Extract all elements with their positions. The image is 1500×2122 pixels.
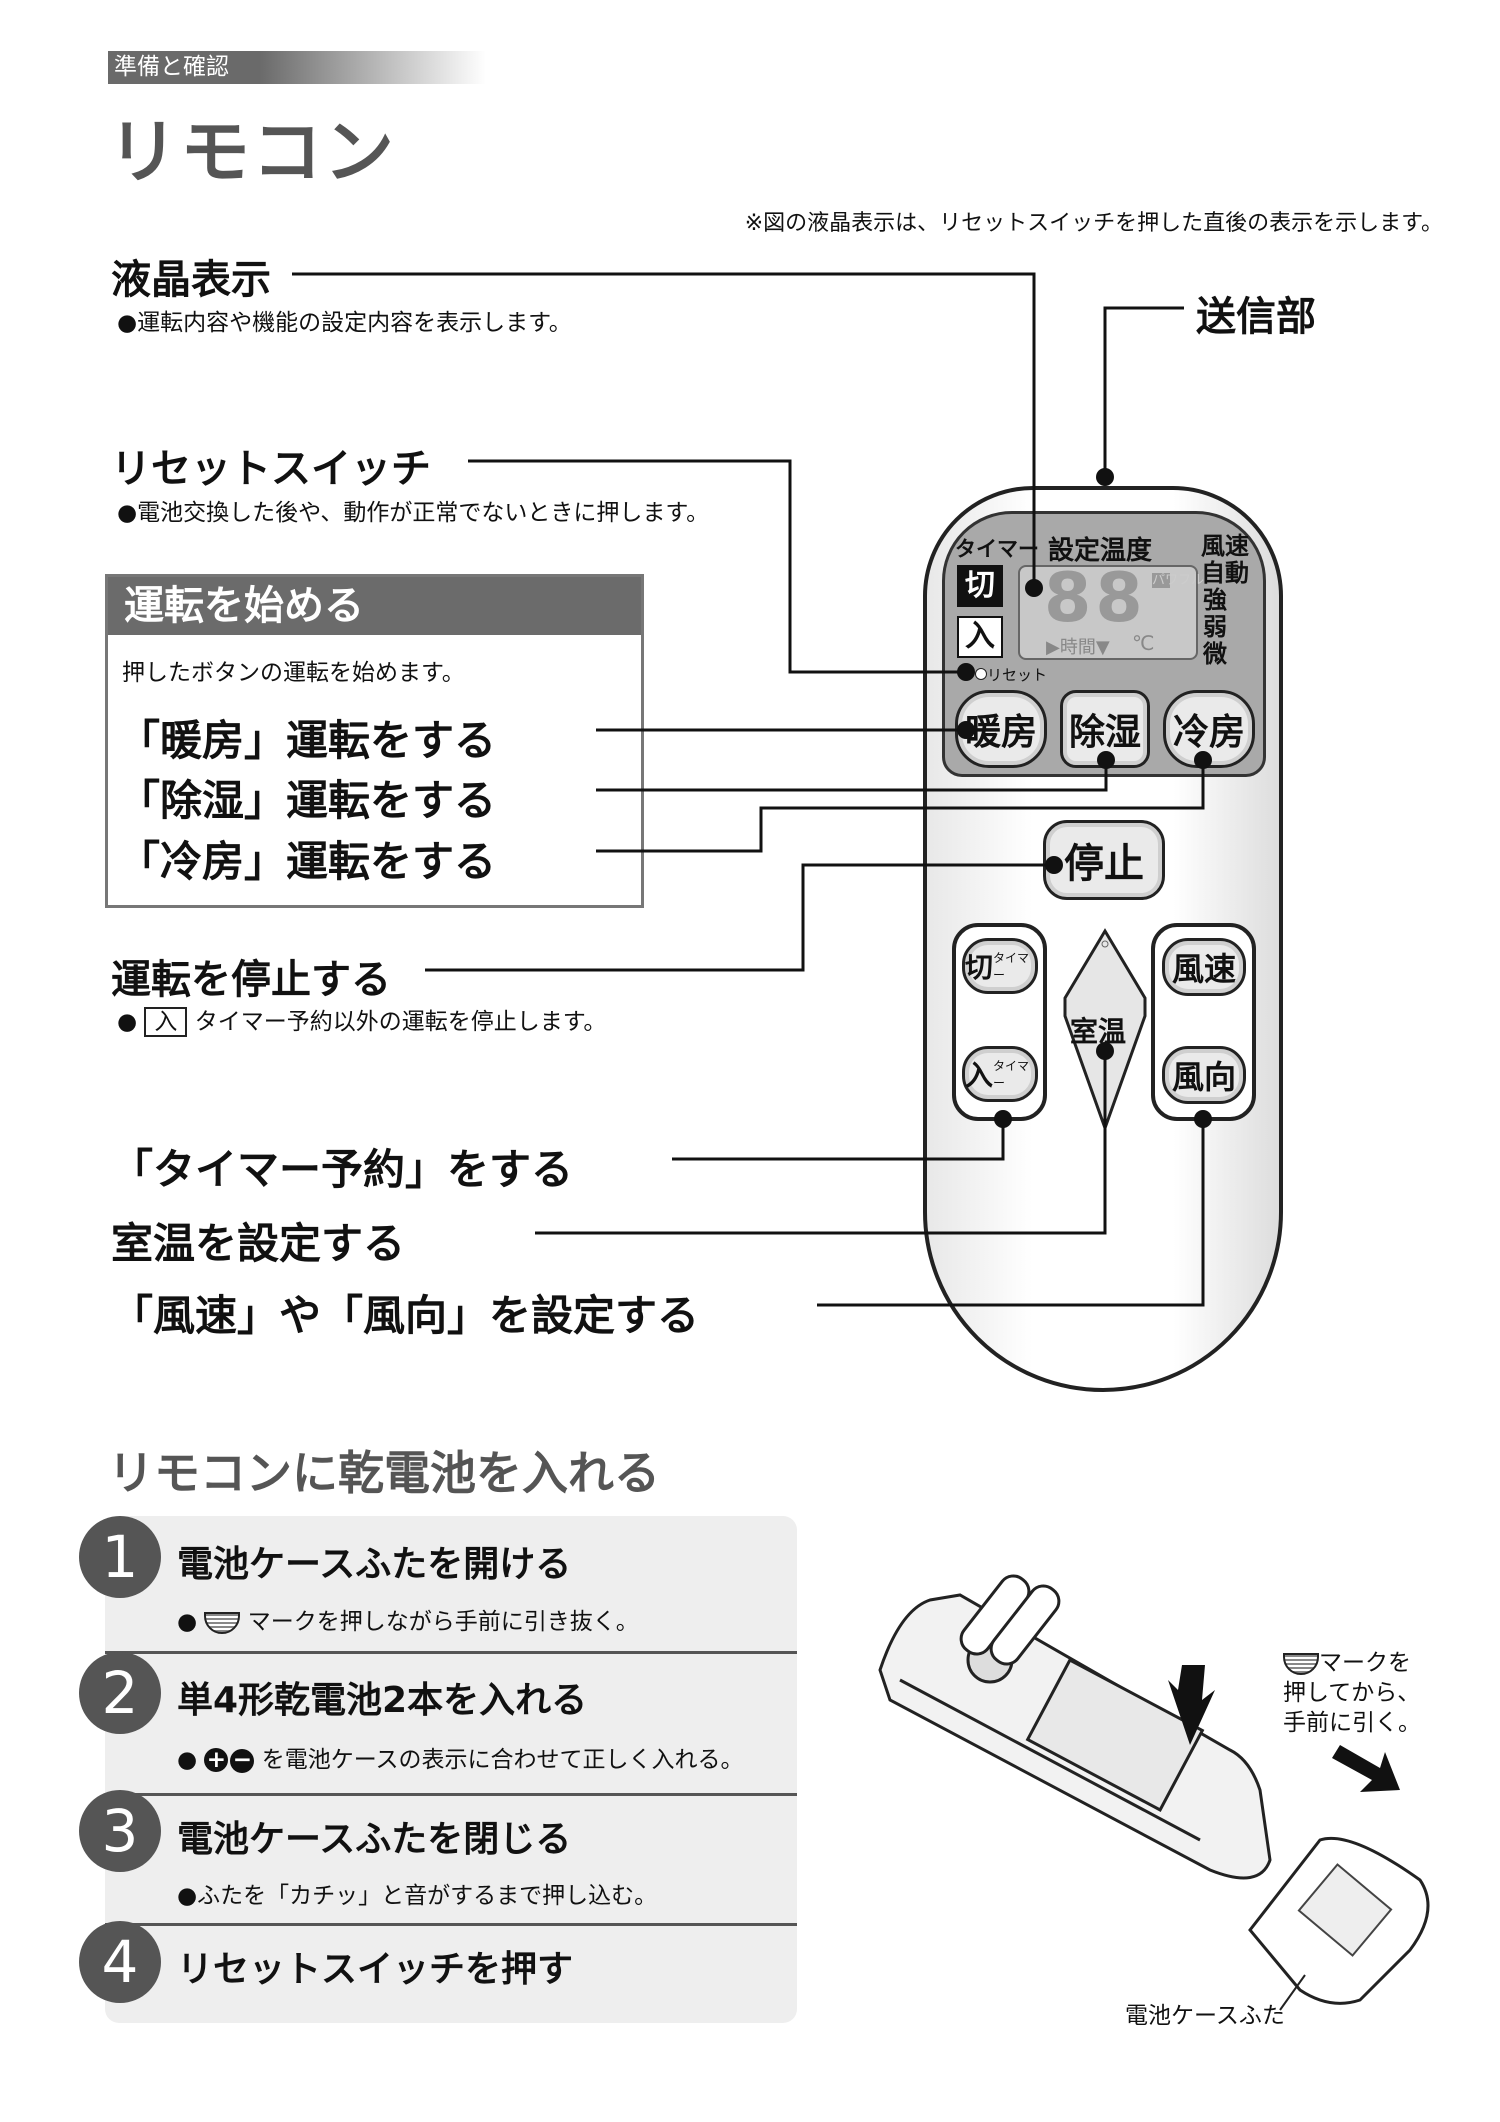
lcd-fan-weak: 弱 <box>1203 613 1227 641</box>
step-3-desc: ●ふたを「カチッ」と音がするまで押し込む。 <box>177 1883 658 1909</box>
lcd-label: 液晶表示 <box>111 257 271 303</box>
section-tag: 準備と確認 <box>108 51 486 84</box>
stop-desc: ● 入 タイマー予約以外の運転を停止します。 <box>117 1002 607 1037</box>
step-1-desc: ● マークを押しながら手前に引き抜く。 <box>177 1609 639 1635</box>
step-number-2: 2 <box>79 1652 161 1734</box>
timer-small-label: タイマー <box>993 1059 1030 1090</box>
stop-label: 運転を停止する <box>111 957 391 1003</box>
divider <box>105 1651 797 1654</box>
lcd-settemp-text: 設定温度 <box>1048 536 1153 566</box>
push-mark-icon <box>1283 1652 1319 1675</box>
off-timer-label: 切 <box>965 951 994 984</box>
divider <box>105 1793 797 1796</box>
step-number-4: 4 <box>79 1921 161 2003</box>
lcd-off-indicator: 切 <box>957 565 1003 607</box>
pull-arrow-icon <box>1332 1745 1400 1792</box>
lcd-fan-column: 風速 自動 強 弱 微 <box>1201 533 1249 668</box>
on-timer-label: 入 <box>965 1059 994 1092</box>
lcd-timer-text: タイマー <box>955 537 1039 561</box>
start-title: 運転を始める <box>108 577 641 635</box>
divider <box>105 1923 797 1926</box>
step-4-title: リセットスイッチを押す <box>177 1949 574 1990</box>
lcd-fan-auto: 自動 <box>1201 559 1249 587</box>
minus-icon: − <box>230 1749 255 1773</box>
cool-button[interactable]: 冷房 <box>1163 690 1255 768</box>
room-temp-label: 室温 <box>1070 1015 1127 1048</box>
battery-cover-caption: 電池ケースふた <box>1125 2003 1285 2029</box>
step-1-title: 電池ケースふたを開ける <box>177 1544 572 1585</box>
lcd-hours: ▶時間▼ <box>1046 637 1110 658</box>
lcd-celsius: ℃ <box>1132 631 1155 655</box>
dry-button[interactable]: 除湿 <box>1060 690 1150 768</box>
instruction-line-2: 押してから、 <box>1283 1680 1421 1706</box>
stop-desc-text: タイマー予約以外の運転を停止します。 <box>194 1009 607 1035</box>
timer-small-label: タイマー <box>993 951 1030 982</box>
start-desc: 押したボタンの運転を始めます。 <box>122 660 465 686</box>
start-operation-box: 運転を始める 押したボタンの運転を始めます。 「暖房」運転をする 「除湿」運転を… <box>105 574 644 908</box>
battery-pair-drawing <box>959 1574 1061 1666</box>
instruction-line-3: 手前に引く。 <box>1283 1710 1421 1736</box>
step-number-1: 1 <box>79 1516 161 1598</box>
lcd-desc: ●運転内容や機能の設定内容を表示します。 <box>117 310 572 336</box>
plus-icon: + <box>204 1748 229 1772</box>
fan-label: 「風速」や「風向」を設定する <box>111 1291 700 1340</box>
heat-button[interactable]: 暖房 <box>955 690 1047 768</box>
fan-speed-button[interactable]: 風速 <box>1162 938 1246 996</box>
on-timer-button[interactable]: 入タイマー <box>962 1046 1038 1102</box>
timer-label: 「タイマー予約」をする <box>111 1145 574 1194</box>
stop-button[interactable]: 停止 <box>1043 820 1165 900</box>
lcd-fan-strong: 強 <box>1203 586 1227 614</box>
battery-heading: リモコンに乾電池を入れる <box>108 1446 660 1500</box>
lcd-note: ※図の液晶表示は、リセットスイッチを押した直後の表示を示します。 <box>744 211 1443 236</box>
lcd-on-indicator: 入 <box>957 616 1003 658</box>
reset-label: リセットスイッチ <box>111 446 431 492</box>
temp-label: 室温を設定する <box>111 1219 406 1268</box>
step-2-desc-text: を電池ケースの表示に合わせて正しく入れる。 <box>261 1747 744 1773</box>
on-key-icon: 入 <box>144 1007 188 1037</box>
lcd-screen: 88 パワフル ▶時間▼ ℃ <box>1018 559 1205 660</box>
lcd-fan-text: 風速 <box>1201 532 1249 560</box>
push-mark-icon <box>204 1611 241 1634</box>
start-cool: 「冷房」運転をする <box>118 837 497 886</box>
reset-text: リセット <box>987 666 1048 684</box>
step-number-3: 3 <box>79 1790 161 1872</box>
step-2-title: 単4形乾電池2本を入れる <box>177 1680 588 1721</box>
lcd-powerful: パワフル <box>1152 573 1205 588</box>
step-3-title: 電池ケースふたを閉じる <box>177 1819 572 1860</box>
off-timer-button[interactable]: 切タイマー <box>962 938 1038 994</box>
transmitter-label: 送信部 <box>1196 294 1316 340</box>
fan-direction-button[interactable]: 風向 <box>1162 1046 1246 1104</box>
reset-desc: ●電池交換した後や、動作が正常でないときに押します。 <box>117 500 710 526</box>
page-title: リモコン <box>108 111 396 193</box>
step-1-desc-text: マークを押しながら手前に引き抜く。 <box>247 1609 639 1635</box>
instruction-line-1: マークを <box>1319 1650 1411 1676</box>
start-heat: 「暖房」運転をする <box>118 716 497 765</box>
start-dry: 「除湿」運転をする <box>118 776 497 825</box>
down-arrow-icon <box>1168 1665 1215 1745</box>
lcd-digits: 88 <box>1044 559 1147 638</box>
step-2-desc: ● +− を電池ケースの表示に合わせて正しく入れる。 <box>177 1747 744 1773</box>
illustration-instruction: マークを 押してから、 手前に引く。 <box>1283 1648 1421 1738</box>
lcd-fan-quiet: 微 <box>1203 640 1227 668</box>
reset-switch[interactable]: リセット <box>975 664 1047 685</box>
battery-insertion-illustration <box>878 1574 1430 2011</box>
bullet: ● <box>117 1009 138 1035</box>
